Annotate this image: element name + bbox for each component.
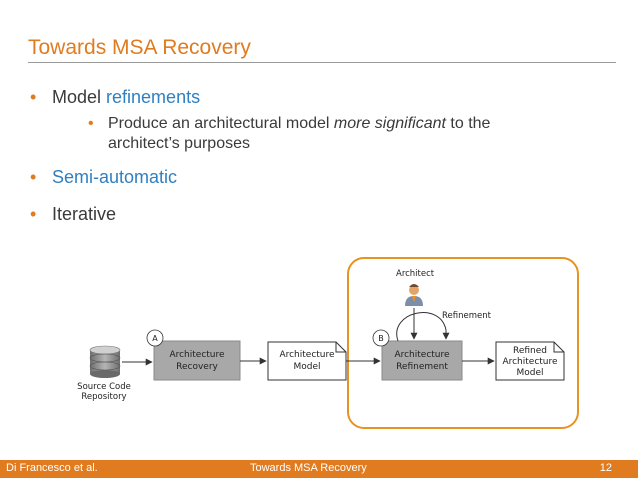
sub-bullet-text-1: Produce an architectural model <box>108 115 334 132</box>
recovery-label-1: Architecture <box>169 350 225 360</box>
footer-page-number: 12 <box>599 462 612 474</box>
artifact-refined-model <box>495 341 565 381</box>
bullet-model-refinements: • Model refinements <box>30 87 200 107</box>
model-label-2: Model <box>293 362 320 372</box>
footer-author: Di Francesco et al. <box>6 462 98 474</box>
refined-label-3: Model <box>516 368 543 378</box>
refinement-region <box>347 257 579 429</box>
sub-bullet-text-2: to the <box>445 115 491 132</box>
bullet-semi-automatic: • Semi-automatic <box>30 167 177 187</box>
source-label-2: Repository <box>81 392 126 402</box>
artifact-architecture-model <box>267 341 347 381</box>
person-icon <box>405 284 423 306</box>
slide-footer: Di Francesco et al. Towards MSA Recovery… <box>0 460 638 478</box>
slide-title: Towards MSA Recovery <box>28 36 251 59</box>
footer-title: Towards MSA Recovery <box>250 462 367 474</box>
process-architecture-recovery <box>153 340 241 381</box>
bullet-text: Model <box>52 87 107 107</box>
marker-b-label: B <box>378 334 384 343</box>
bullet-glyph: • <box>30 167 37 187</box>
title-divider <box>28 62 616 63</box>
loop-label: Refinement <box>442 311 492 321</box>
bullet-glyph: • <box>30 204 37 224</box>
bullet-glyph: • <box>30 87 37 107</box>
refinement-label-2: Refinement <box>396 362 448 372</box>
bullet-iterative: • Iterative <box>30 204 116 224</box>
architect-label: Architect <box>396 269 435 279</box>
bullet-highlight: refinements <box>106 87 201 107</box>
source-label-1: Source Code <box>77 382 131 392</box>
sub-bullet-text-3: architect’s purposes <box>108 135 250 152</box>
refined-label-2: Architecture <box>502 357 558 367</box>
refined-label-1: Refined <box>513 346 547 356</box>
sub-bullet-italic: more significant <box>333 115 446 132</box>
refinement-label-1: Architecture <box>394 350 450 360</box>
marker-a-label: A <box>152 334 158 343</box>
database-icon <box>89 345 121 378</box>
bullet-text: Semi-automatic <box>52 167 178 187</box>
refinement-loop-arrow <box>396 312 450 342</box>
artifact-fold <box>335 342 346 353</box>
marker-a <box>146 329 164 347</box>
model-label-1: Architecture <box>279 350 335 360</box>
artifact-fold <box>553 342 564 353</box>
sub-bullet-glyph: • <box>88 115 94 132</box>
bullet-text: Iterative <box>52 204 117 224</box>
sub-bullet-produce: • Produce an architectural model more sig… <box>88 114 558 154</box>
process-architecture-refinement <box>381 340 463 381</box>
recovery-label-2: Recovery <box>176 362 218 372</box>
marker-b <box>372 329 390 347</box>
